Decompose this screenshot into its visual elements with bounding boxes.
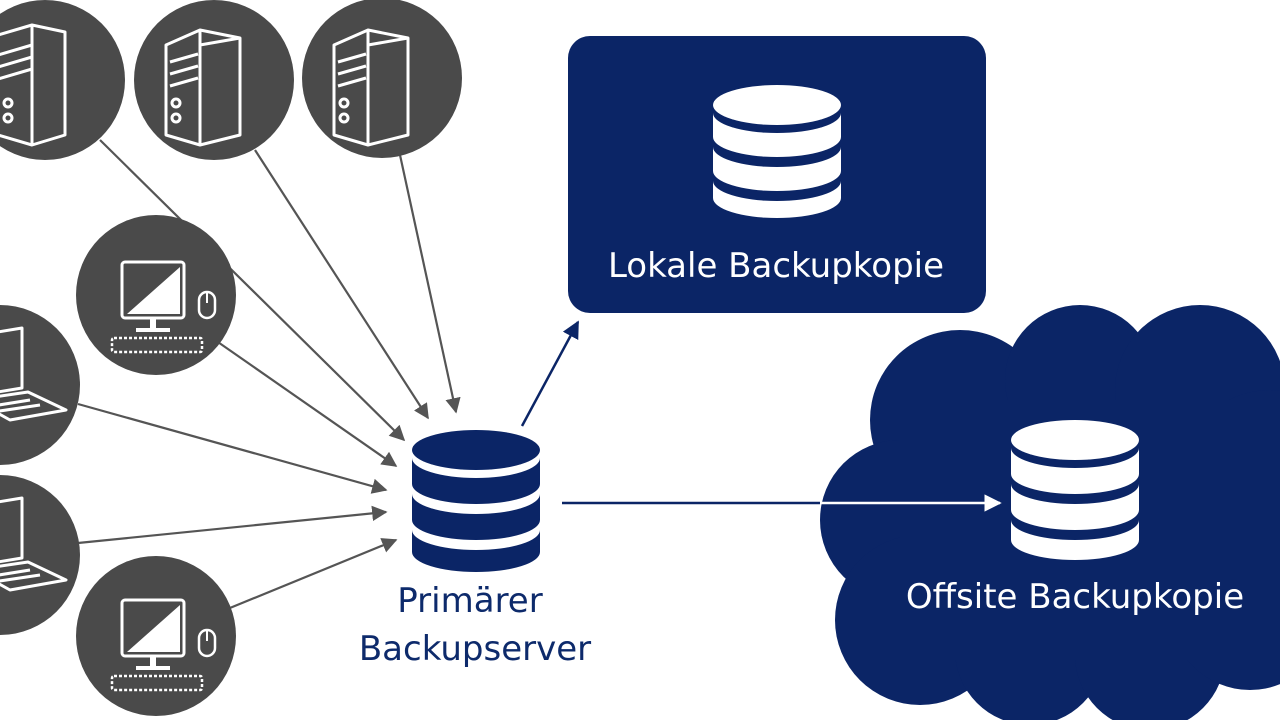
primary-server-label-line1: Primärer	[397, 581, 542, 621]
server-node-2	[134, 0, 294, 160]
server-node-3	[302, 0, 462, 158]
offsite-backup-label: Offsite Backupkopie	[906, 577, 1244, 617]
arrow-server3-to-primary	[398, 154, 461, 414]
arrow-primary-to-local	[520, 320, 580, 427]
offsite-backup-copy: Offsite Backupkopie	[562, 305, 1280, 720]
arrow-desktop1-to-primary	[214, 339, 398, 467]
primary-backup-server: Primärer Backupserver	[359, 430, 591, 669]
desktop-computer-icon	[110, 260, 217, 354]
server-node-1	[0, 0, 125, 160]
laptop-node-1	[0, 305, 80, 465]
arrow-server2-to-primary	[254, 149, 429, 420]
laptop-icon	[0, 496, 68, 592]
local-backup-label: Lokale Backupkopie	[608, 246, 944, 286]
database-icon	[412, 430, 540, 572]
arrow-desktop2-to-primary	[224, 538, 398, 612]
server-tower-icon	[332, 28, 410, 147]
server-tower-icon	[164, 28, 242, 147]
database-icon	[1011, 420, 1139, 560]
desktop-node-2	[76, 556, 236, 716]
cloud-shape	[820, 305, 1280, 720]
database-icon	[713, 85, 841, 218]
client-connections	[77, 139, 461, 612]
arrow-laptop1-to-primary	[77, 402, 388, 494]
server-tower-icon	[0, 23, 67, 147]
client-nodes	[0, 0, 462, 716]
laptop-icon	[0, 326, 68, 422]
local-backup-copy: Lokale Backupkopie	[568, 36, 986, 313]
arrow-laptop2-to-primary	[77, 505, 388, 545]
desktop-computer-icon	[110, 598, 217, 692]
arrow-server1-to-primary	[99, 139, 406, 442]
desktop-node-1	[76, 215, 236, 375]
primary-server-label-line2: Backupserver	[359, 629, 591, 669]
laptop-node-2	[0, 475, 80, 635]
